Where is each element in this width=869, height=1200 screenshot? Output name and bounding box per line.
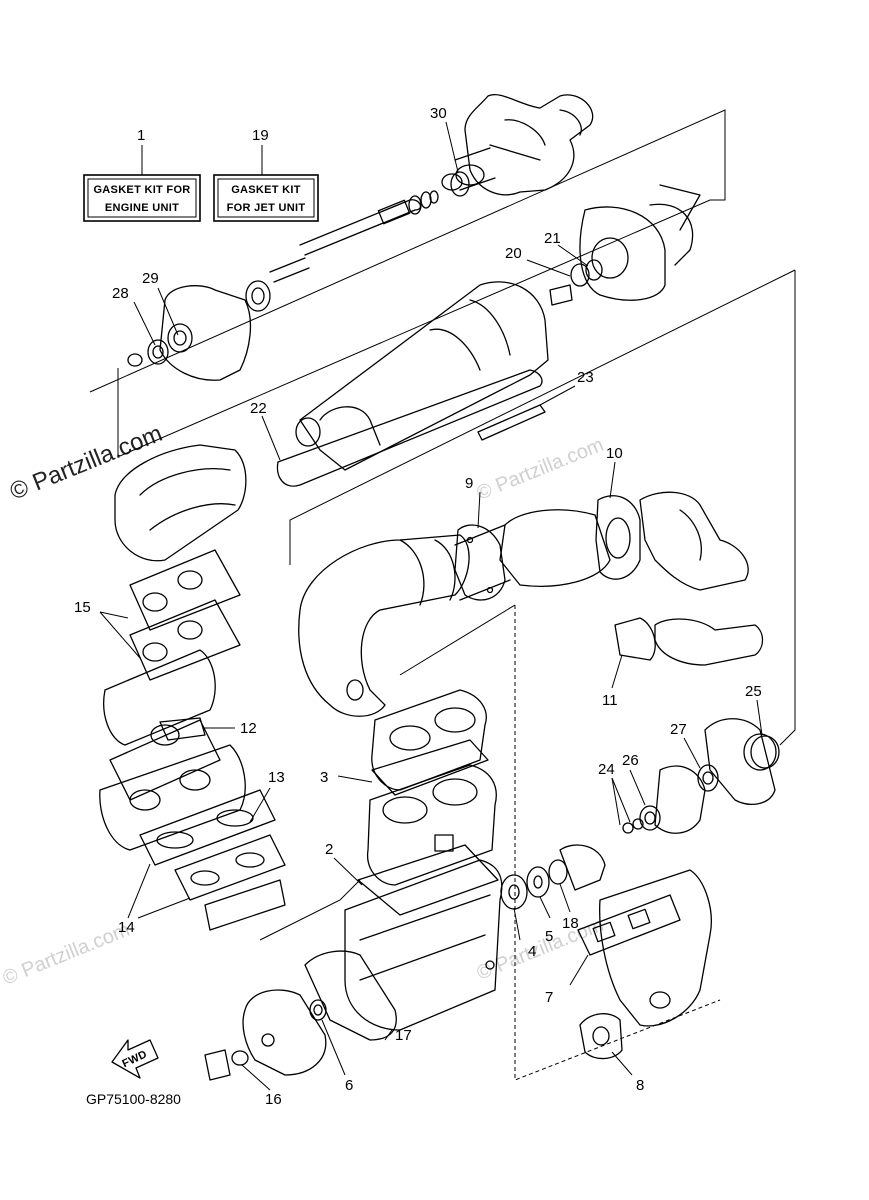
callout-10: 10 — [606, 445, 623, 462]
exhaust-chamber — [298, 534, 470, 717]
seal-strip-23 — [477, 404, 546, 441]
callout-17: 17 — [395, 1027, 412, 1044]
svg-text:FOR JET UNIT: FOR JET UNIT — [227, 202, 306, 214]
exhaust-manifold-right — [599, 869, 712, 1027]
carburetor-assembly — [103, 649, 221, 801]
base-gasket-2 — [357, 844, 499, 916]
jet-gasket-kit-label: GASKET KIT FOR JET UNIT — [213, 174, 319, 222]
callout-9: 9 — [465, 475, 473, 492]
engine-frame-top — [289, 269, 796, 565]
callout-23: 23 — [577, 369, 594, 386]
bearing-housing-right — [704, 718, 777, 805]
engine-frame-right — [779, 270, 796, 746]
stator-cover — [242, 989, 327, 1076]
callout-15: 15 — [74, 599, 91, 616]
exhaust-elbow-right — [639, 491, 749, 591]
callout-19: 19 — [252, 127, 269, 144]
seal-bearing-set — [127, 259, 603, 367]
callout-27: 27 — [670, 721, 687, 738]
callout-30: 30 — [430, 105, 447, 122]
callout-26: 26 — [622, 752, 639, 769]
engine-frame-center — [514, 605, 721, 1081]
thermo-valve-16 — [204, 1049, 249, 1081]
bearing-27 — [697, 764, 719, 792]
cylinder-block — [367, 764, 497, 886]
svg-text:GASKET KIT: GASKET KIT — [231, 184, 301, 196]
jet-unit-frame — [89, 109, 726, 457]
crank-seals — [500, 844, 606, 910]
engine-frame-lower-left — [259, 879, 361, 941]
gasket-10 — [595, 495, 641, 580]
callout-8: 8 — [636, 1077, 644, 1094]
oil-seal-25 — [750, 735, 780, 769]
callout-21: 21 — [544, 230, 561, 247]
o-rings-24 — [622, 818, 644, 834]
muffler-left — [114, 444, 247, 562]
callout-6: 6 — [345, 1077, 353, 1094]
callout-4: 4 — [528, 943, 536, 960]
water-lock-hose — [614, 617, 764, 666]
reed-gasket-14 — [174, 834, 286, 931]
gasket-9 — [454, 524, 506, 601]
fwd-arrow-icon: FWD — [111, 1039, 159, 1079]
o-ring-30 — [450, 171, 470, 197]
callout-29: 29 — [142, 270, 159, 287]
gasket-17 — [304, 950, 397, 1041]
crankcase — [344, 859, 503, 1031]
gasket-8 — [579, 1013, 623, 1060]
callout-3: 3 — [320, 769, 328, 786]
gasket-22 — [276, 369, 543, 487]
svg-text:FWD: FWD — [120, 1048, 149, 1070]
callout-16: 16 — [265, 1091, 282, 1108]
callout-13: 13 — [268, 769, 285, 786]
intake-housing-left — [159, 285, 252, 381]
reed-gasket-13 — [139, 789, 276, 866]
gasket-12 — [159, 717, 206, 741]
callout-20: 20 — [505, 245, 522, 262]
svg-text:ENGINE UNIT: ENGINE UNIT — [105, 202, 179, 214]
oil-seal-6 — [309, 999, 327, 1021]
coupling-housing — [639, 765, 706, 834]
callout-7: 7 — [545, 989, 553, 1006]
watermark-bottom-left: © Partzilla.com — [0, 919, 133, 990]
jet-drive-shaft — [245, 190, 439, 312]
jet-pump-nozzle — [441, 94, 594, 196]
callout-25: 25 — [745, 683, 762, 700]
callout-22: 22 — [250, 400, 267, 417]
svg-text:GASKET KIT FOR: GASKET KIT FOR — [93, 184, 190, 196]
engine-gasket-kit-label: GASKET KIT FOR ENGINE UNIT — [83, 174, 201, 222]
intake-manifold — [99, 744, 246, 851]
watermark-secondary: © Partzilla.com — [474, 434, 607, 505]
pump-tunnel-cover — [295, 281, 549, 471]
callout-12: 12 — [240, 720, 257, 737]
callout-14: 14 — [118, 919, 135, 936]
callout-24: 24 — [598, 761, 615, 778]
callout-28: 28 — [112, 285, 129, 302]
callout-11: 11 — [602, 692, 618, 709]
impeller-housing — [579, 184, 701, 301]
diagram-code: GP75100-8280 — [86, 1091, 181, 1107]
callout-5: 5 — [545, 928, 553, 945]
callout-1: 1 — [137, 127, 145, 144]
callout-18: 18 — [562, 915, 579, 932]
callout-2: 2 — [325, 841, 333, 858]
leader-lines — [99, 121, 763, 1091]
intake-gasket-15 — [129, 549, 241, 681]
manifold-gasket-7 — [577, 894, 681, 956]
head-gasket-3 — [371, 739, 489, 796]
